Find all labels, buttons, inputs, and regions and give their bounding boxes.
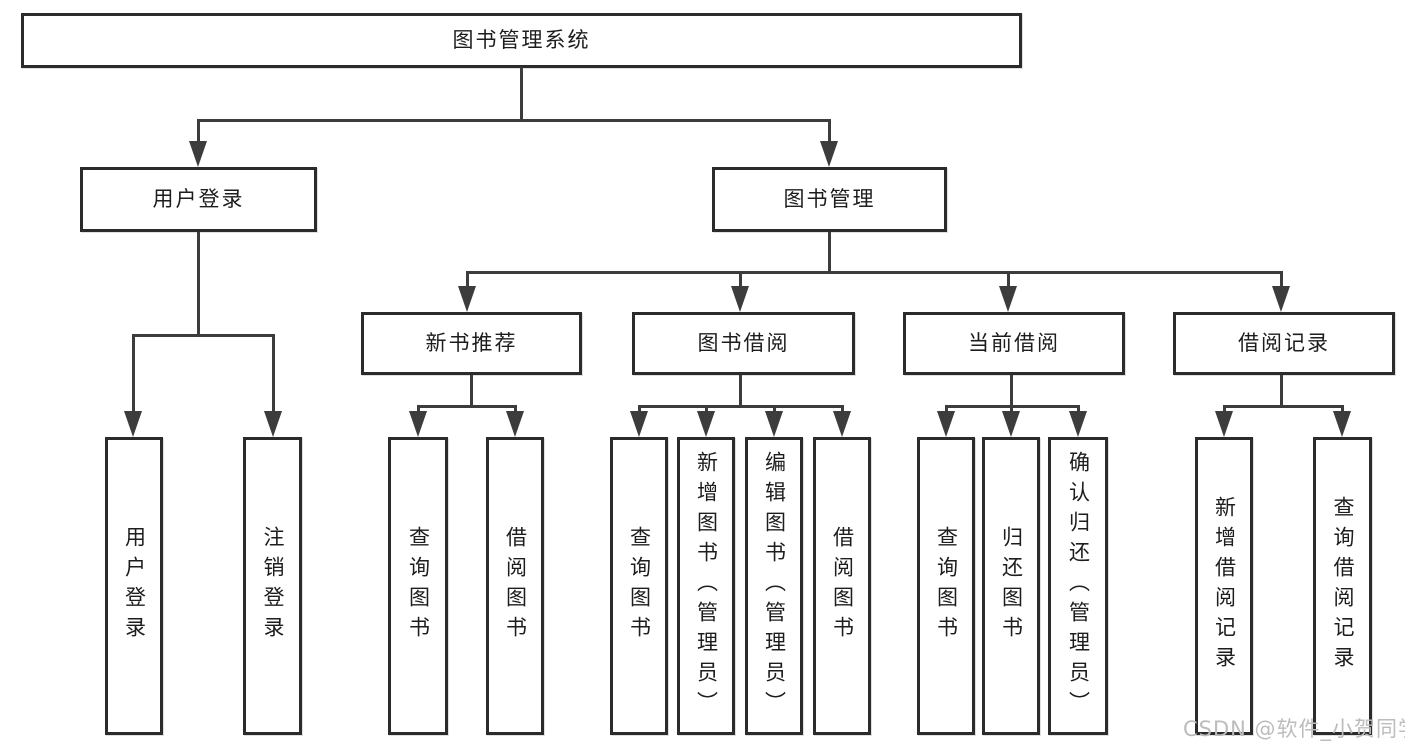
connector-arrow-g1-leaf2-line	[514, 405, 517, 415]
connector-arrow-g2-leaf1-line	[638, 405, 641, 415]
arrowhead-login-leaf1	[124, 411, 142, 437]
connector-arrow-g3-leaf3-line	[1077, 405, 1080, 415]
leaf-user-login-label: 用户登录	[122, 526, 147, 646]
arrowhead-records	[1272, 286, 1290, 312]
leaf-logout: 注销登录	[243, 437, 302, 735]
connector-user-login-bar	[133, 334, 274, 337]
leaf-query-borrow-record: 查询借阅记录	[1313, 437, 1372, 735]
connector-arrow-user-login-line	[197, 119, 200, 145]
connector-recommend-stem	[470, 375, 473, 408]
connector-records-bar	[1224, 405, 1343, 408]
connector-arrow-g3-leaf2-line	[1010, 405, 1013, 415]
connector-book-management-stem	[828, 232, 831, 274]
leaf-recommend-borrow-books-label: 借阅图书	[503, 526, 528, 646]
csdn-watermark: CSDN @软件_小贺同学	[1183, 717, 1405, 741]
connector-borrow-stem	[739, 375, 742, 408]
connector-current-stem	[1010, 375, 1013, 408]
connector-arrow-g3-leaf1-line	[945, 405, 948, 415]
arrowhead-login-leaf2	[264, 411, 282, 437]
node-current-borrow: 当前借阅	[903, 312, 1125, 375]
leaf-confirm-return-admin: 确认归还（管理员）	[1048, 437, 1108, 735]
arrowhead-g3-leaf2	[1002, 411, 1020, 437]
connector-user-login-stem	[197, 232, 200, 336]
leaf-query-borrow-record-label: 查询借阅记录	[1331, 496, 1355, 676]
leaf-recommend-query-books: 查询图书	[388, 437, 448, 735]
connector-borrow-bar	[639, 405, 843, 408]
arrowhead-g3-leaf1	[937, 411, 955, 437]
leaf-current-query-books-label: 查询图书	[934, 526, 959, 646]
arrowhead-current	[999, 286, 1017, 312]
leaf-user-login: 用户登录	[105, 437, 163, 735]
leaf-edit-books-admin: 编辑图书（管理员）	[745, 437, 803, 735]
connector-root-stem	[520, 67, 523, 121]
connector-arrow-borrow-line	[739, 271, 742, 289]
leaf-edit-books-admin-label: 编辑图书（管理员）	[762, 451, 787, 721]
connector-arrow-recommend-line	[466, 271, 469, 289]
node-user-login: 用户登录	[80, 167, 317, 232]
leaf-add-books-admin: 新增图书（管理员）	[677, 437, 735, 735]
connector-level3-bar	[467, 271, 1282, 274]
leaf-recommend-query-books-label: 查询图书	[406, 526, 431, 646]
arrowhead-g2-leaf3	[765, 411, 783, 437]
node-root-library-system: 图书管理系统	[21, 13, 1022, 68]
node-book-borrow: 图书借阅	[632, 312, 855, 375]
arrowhead-recommend	[458, 286, 476, 312]
leaf-borrow-books: 借阅图书	[813, 437, 871, 735]
connector-arrow-g4-leaf1-line	[1223, 405, 1226, 415]
leaf-add-books-admin-label: 新增图书（管理员）	[694, 451, 719, 721]
connector-arrow-g2-leaf3-line	[773, 405, 776, 415]
connector-arrow-g4-leaf2-line	[1341, 405, 1344, 415]
connector-level2-bar	[197, 119, 831, 122]
connector-arrow-records-line	[1280, 271, 1283, 289]
leaf-current-query-books: 查询图书	[917, 437, 975, 735]
leaf-confirm-return-admin-label: 确认归还（管理员）	[1066, 451, 1091, 721]
connector-arrow-g1-leaf1-line	[417, 405, 420, 415]
arrowhead-g1-leaf1	[409, 411, 427, 437]
leaf-recommend-borrow-books: 借阅图书	[486, 437, 544, 735]
leaf-add-borrow-record: 新增借阅记录	[1195, 437, 1253, 735]
node-new-book-recommend: 新书推荐	[361, 312, 582, 375]
node-book-management: 图书管理	[712, 167, 947, 232]
arrowhead-g4-leaf1	[1215, 411, 1233, 437]
arrowhead-g1-leaf2	[506, 411, 524, 437]
leaf-borrow-query-books: 查询图书	[610, 437, 668, 735]
connector-records-stem	[1280, 375, 1283, 408]
connector-arrow-login-leaf1-line	[132, 334, 135, 414]
connector-recommend-bar	[418, 405, 517, 408]
arrowhead-borrow	[731, 286, 749, 312]
connector-arrow-current-line	[1007, 271, 1010, 289]
arrowhead-g4-leaf2	[1333, 411, 1351, 437]
arrowhead-g2-leaf4	[833, 411, 851, 437]
arrowhead-g3-leaf3	[1069, 411, 1087, 437]
leaf-return-books-label: 归还图书	[999, 526, 1024, 646]
node-borrow-records: 借阅记录	[1173, 312, 1395, 375]
leaf-borrow-books-label: 借阅图书	[830, 526, 855, 646]
connector-arrow-g2-leaf4-line	[841, 405, 844, 415]
connector-arrow-login-leaf2-line	[272, 334, 275, 414]
arrowhead-book-management	[820, 141, 838, 167]
leaf-borrow-query-books-label: 查询图书	[627, 526, 652, 646]
arrowhead-user-login	[189, 141, 207, 167]
arrowhead-g2-leaf2	[697, 411, 715, 437]
arrowhead-g2-leaf1	[630, 411, 648, 437]
leaf-return-books: 归还图书	[982, 437, 1040, 735]
leaf-add-borrow-record-label: 新增借阅记录	[1212, 496, 1237, 676]
connector-arrow-g2-leaf2-line	[705, 405, 708, 415]
connector-arrow-book-management-line	[828, 119, 831, 145]
leaf-logout-label: 注销登录	[261, 526, 285, 646]
